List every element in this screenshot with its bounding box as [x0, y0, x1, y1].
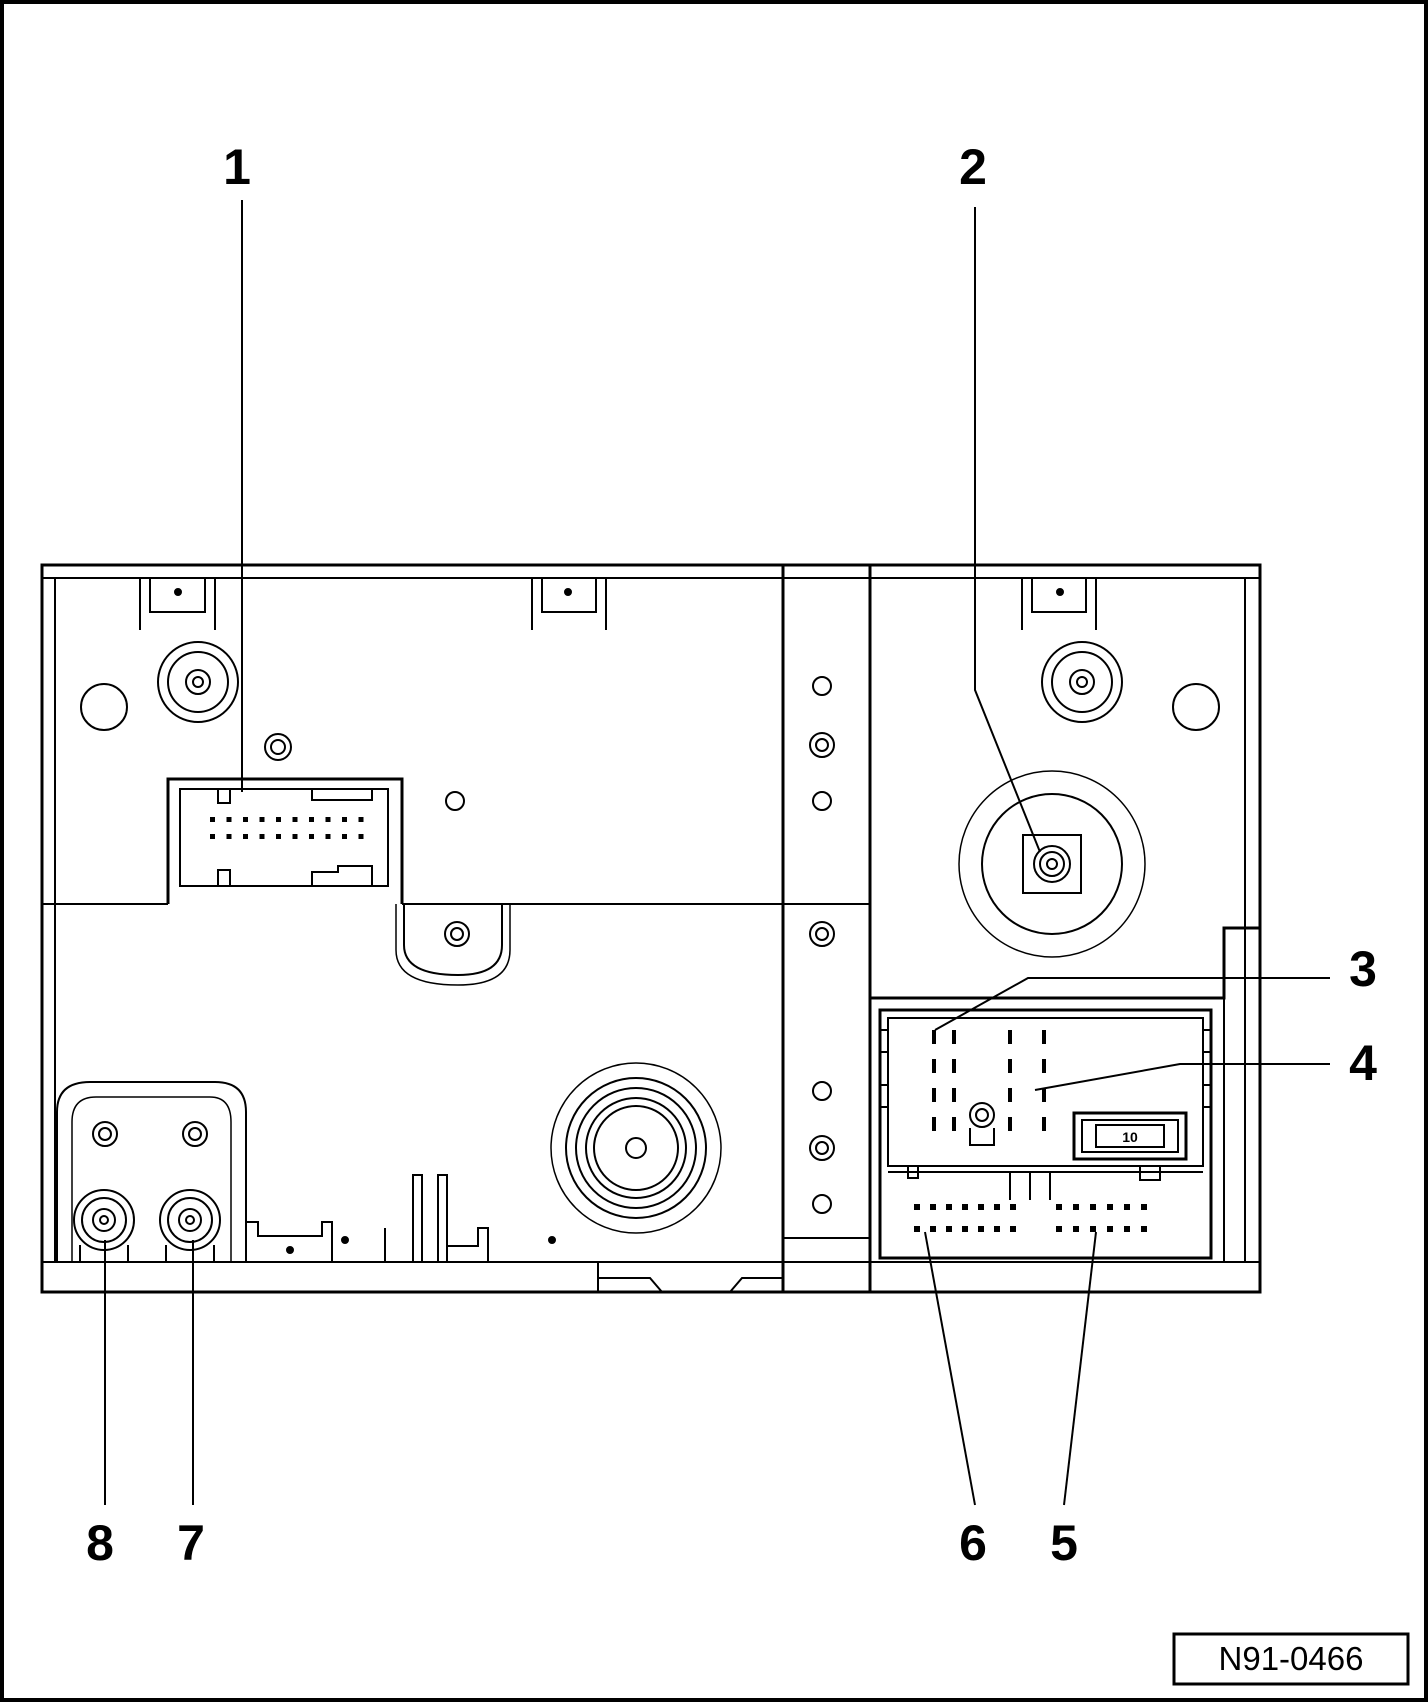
connector-1-pin — [243, 834, 248, 839]
antenna-socket-bracket — [56, 1081, 247, 1262]
connector-block-pin — [1008, 1088, 1012, 1102]
callout-2: 2 — [959, 139, 987, 195]
connector-5-pin — [1107, 1204, 1113, 1210]
connector-6-pin — [962, 1204, 968, 1210]
connector-1-pin — [325, 817, 331, 822]
connector-5-pin — [1090, 1226, 1096, 1232]
connector-block-pin — [1042, 1030, 1046, 1044]
connector-1-pin — [276, 817, 281, 822]
connector-6-pin — [962, 1226, 968, 1232]
antenna-socket-2 — [958, 770, 1146, 958]
connector-5-pin — [1073, 1226, 1079, 1232]
connector-1-pin — [325, 834, 331, 839]
connector-5-pin — [1141, 1226, 1147, 1232]
connector-1-pin — [259, 834, 265, 839]
lower-center-details — [245, 1062, 783, 1293]
connector-6-pin — [1010, 1204, 1016, 1210]
callout-4: 4 — [1349, 1035, 1377, 1091]
callout-5: 5 — [1050, 1515, 1078, 1571]
connector-block-pin — [952, 1059, 956, 1073]
callout-labels: 1 2 3 4 5 6 7 8 — [86, 139, 1377, 1571]
connector-6-pin — [914, 1204, 920, 1210]
connector-5-pin — [1107, 1226, 1113, 1232]
connector-6-pin — [994, 1204, 1000, 1210]
connector-5-pin — [1073, 1204, 1079, 1210]
connector-1-pin — [226, 834, 232, 839]
connector-1-pin — [358, 817, 364, 822]
connector-block-pin — [1008, 1117, 1012, 1131]
connector-6-pin — [930, 1226, 936, 1232]
leader-lines — [104, 200, 1330, 1506]
connector-5-pin — [1124, 1226, 1130, 1232]
connector-5-pin — [1056, 1204, 1062, 1210]
connector-6-pin — [930, 1204, 936, 1210]
connector-block-pin — [1042, 1088, 1046, 1102]
connector-5-pin — [1056, 1226, 1062, 1232]
connector-1-pin — [259, 817, 265, 822]
connector-1-pin — [276, 834, 281, 839]
connector-block-pin — [952, 1030, 956, 1044]
fuse-10-holder — [1072, 1111, 1188, 1161]
callout-3: 3 — [1349, 941, 1377, 997]
mounting-holes — [80, 641, 1220, 1214]
antenna-socket-7 — [159, 1189, 221, 1262]
connector-5-pin — [1124, 1204, 1130, 1210]
connector-5-pin — [1090, 1204, 1096, 1210]
connector-block-right: 10 — [870, 926, 1260, 1262]
fuse-10-label: 10 — [1122, 1129, 1138, 1145]
connector-block-pin — [952, 1117, 956, 1131]
connector-block-pin — [1042, 1059, 1046, 1073]
connector-1-pin — [342, 834, 347, 839]
connector-6-pin — [946, 1226, 952, 1232]
connector-1-multipin — [166, 777, 404, 904]
connector-block-pin — [952, 1088, 956, 1102]
connector-6-pin — [978, 1226, 984, 1232]
connector-block-pin — [932, 1059, 936, 1073]
connector-block-pin — [932, 1117, 936, 1131]
callout-1: 1 — [223, 139, 251, 195]
figure-id-label: N91-0466 — [1219, 1640, 1364, 1677]
connector-1-pin — [292, 817, 298, 822]
connector-6-pin — [994, 1226, 1000, 1232]
connector-block-pin — [1008, 1030, 1012, 1044]
connector-block-pin — [1042, 1117, 1046, 1131]
connector-5-pin — [1141, 1204, 1147, 1210]
connector-1-pin — [309, 817, 314, 822]
connector-6-pin — [914, 1226, 920, 1232]
connector-1-pin — [210, 834, 215, 839]
callout-6: 6 — [959, 1515, 987, 1571]
callout-7: 7 — [177, 1515, 205, 1571]
figure-id-box: N91-0466 — [1172, 1632, 1410, 1686]
connector-1-pin — [292, 834, 298, 839]
connector-1-pin — [309, 834, 314, 839]
connector-1-pin — [210, 817, 215, 822]
connector-block-pin — [932, 1088, 936, 1102]
connector-6-pin — [978, 1204, 984, 1210]
connector-1-pin — [243, 817, 248, 822]
connector-6-pin — [1010, 1226, 1016, 1232]
connector-6-pin — [946, 1204, 952, 1210]
connector-1-pin — [226, 817, 232, 822]
connector-block-pin — [932, 1030, 936, 1044]
connector-1-pin — [358, 834, 364, 839]
connector-1-pin — [342, 817, 347, 822]
callout-8: 8 — [86, 1515, 114, 1571]
connector-block-pin — [1008, 1059, 1012, 1073]
